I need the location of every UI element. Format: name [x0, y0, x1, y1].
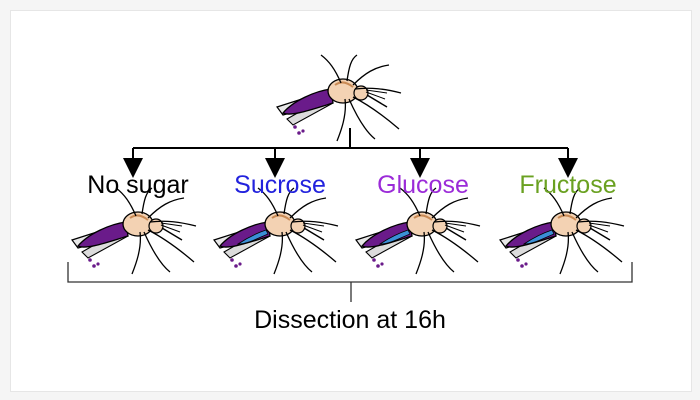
label-sucrose: Sucrose — [234, 171, 326, 199]
mosquito-fructose-image — [499, 187, 625, 275]
caption-dissection: Dissection at 16h — [254, 306, 446, 334]
label-glucose: Glucose — [377, 171, 469, 199]
dissection-bracket — [67, 262, 633, 302]
figure-frame — [10, 10, 692, 392]
label-fructose: Fructose — [519, 171, 617, 199]
mosquito-glucose-image — [355, 187, 481, 275]
label-no-sugar: No sugar — [87, 171, 189, 199]
fed-mosquito-image — [276, 54, 402, 142]
mosquito-sucrose-image — [213, 187, 339, 275]
branch-lines — [123, 128, 578, 178]
mosquito-no-sugar-image — [71, 187, 197, 275]
